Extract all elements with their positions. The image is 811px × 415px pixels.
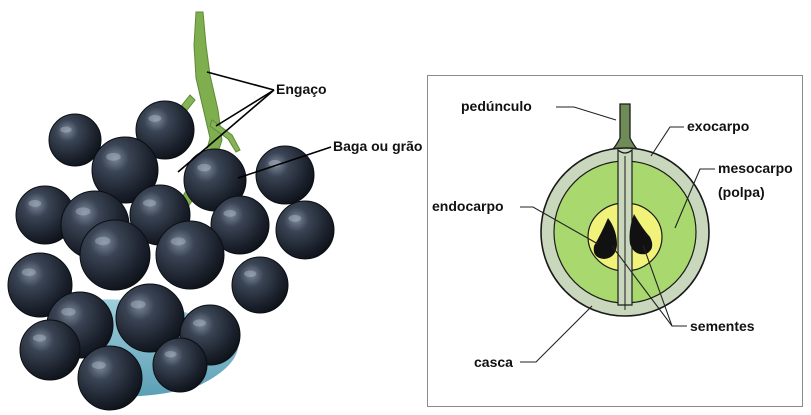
seeds-leader-b	[643, 245, 672, 326]
exocarp-leader	[651, 127, 684, 156]
skin-leader	[520, 306, 592, 362]
peduncle-leader	[556, 107, 616, 120]
endocarp-leader	[520, 207, 598, 244]
mesocarp-leader	[675, 169, 715, 228]
seeds-leader-a	[612, 246, 687, 326]
